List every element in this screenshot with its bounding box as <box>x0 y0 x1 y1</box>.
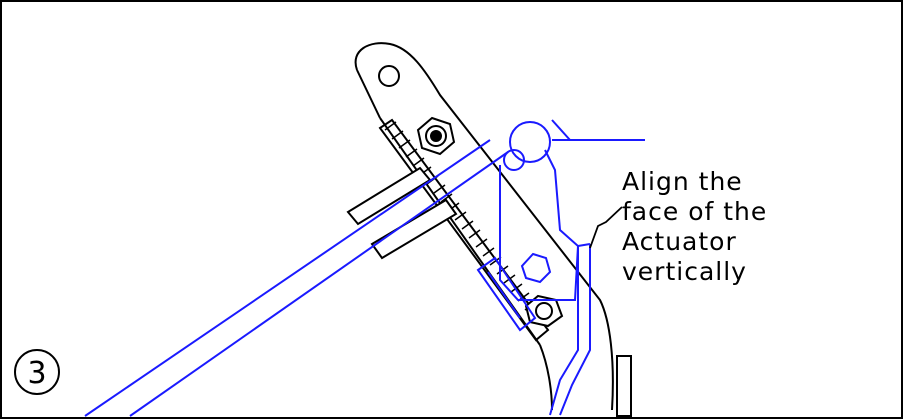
note-leader <box>589 206 623 249</box>
actuator-hex <box>520 252 552 284</box>
spacer-plates <box>346 166 632 417</box>
hex-nut-upper <box>416 116 456 156</box>
alignment-note: Align the face of the Actuator verticall… <box>622 167 767 286</box>
note-line-3: Actuator <box>622 227 737 256</box>
step-number: 3 <box>27 356 46 391</box>
step-badge: 3 <box>14 349 60 395</box>
note-line-2: face of the <box>622 197 767 226</box>
actuator-pivot <box>509 121 551 163</box>
actuator <box>84 119 645 417</box>
note-line-1: Align the <box>622 167 743 196</box>
pivot-hole <box>378 65 400 87</box>
note-line-4: vertically <box>622 257 747 286</box>
